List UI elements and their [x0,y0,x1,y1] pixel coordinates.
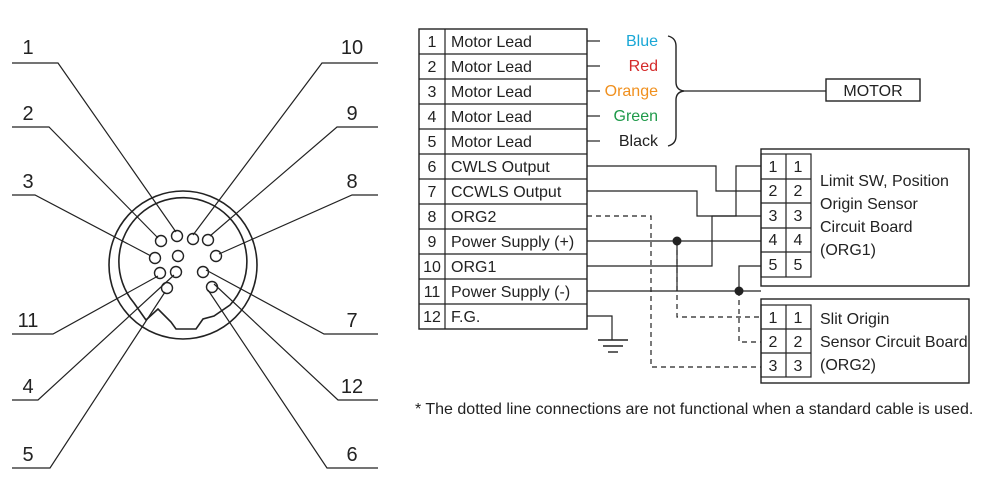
table-pin-name: ORG2 [451,209,496,226]
org2-pin: 3 [769,358,778,375]
org1-pin: 2 [769,183,778,200]
table-pin-name: Motor Lead [451,59,532,76]
table-pin-name: Motor Lead [451,109,532,126]
table-pin-name: Motor Lead [451,84,532,101]
pin-hole-7 [196,265,210,279]
org2-pin: 2 [794,334,803,351]
connector-pin-label: 2 [22,103,33,125]
connector-pin-label: 8 [346,171,357,193]
table-pin-number: 11 [424,284,441,301]
wire-color-label: Green [614,108,658,125]
org2-pin: 1 [769,310,778,327]
motor-lead-stubs [587,40,600,142]
connector-pin-label: 4 [22,376,33,398]
pin-hole-5 [160,281,174,295]
org2-pin: 2 [769,334,778,351]
table-pin-name: CWLS Output [451,159,550,176]
org2-board-label: Slit Origin [820,311,889,328]
table-pin-number: 6 [428,159,437,176]
motor-leads-brace [667,35,685,147]
wire-color-label: Red [629,58,658,75]
table-pin-number: 1 [428,34,437,51]
connector-pin-label: 11 [18,310,39,332]
wire-color-label: Black [619,133,659,150]
org1-pin: 1 [769,159,778,176]
connector-outer-ring [108,190,258,340]
table-pin-number: 5 [428,134,437,151]
table-pin-number: 2 [428,59,437,76]
org1-pin: 5 [794,257,803,274]
table-pin-number: 3 [428,84,437,101]
org1-board: 1 2 3 4 5 1 2 3 4 5 Limit SW, Position O… [760,148,970,287]
solid-wiring [587,165,761,340]
wire-color-label: Blue [626,33,658,50]
table-pin-number: 7 [428,184,437,201]
org2-pin: 1 [794,310,803,327]
table-pin-name: Motor Lead [451,34,532,51]
table-pin-number: 12 [423,309,441,326]
connector-pin-label: 6 [346,444,357,466]
table-pin-name: CCWLS Output [451,184,562,201]
footnote: * The dotted line connections are not fu… [415,401,973,418]
pin-hole-4 [169,265,183,279]
org1-pin: 4 [794,232,803,249]
connector-face [108,190,258,340]
table-pin-number: 8 [428,209,437,226]
pin-hole-9 [201,233,215,247]
org2-board: 1 2 3 1 2 3 Slit Origin Sensor Circuit B… [760,298,970,384]
connector-keyed-inner [118,196,248,330]
org1-pin: 3 [769,208,778,225]
table-pin-name: ORG1 [451,259,496,276]
org1-board-label: Origin Sensor [820,196,918,213]
table-pin-name: F.G. [451,309,480,326]
table-pin-number: 10 [423,259,441,276]
connector-pin-label: 10 [341,37,363,59]
pin-hole-8 [209,249,223,263]
pin-hole-10 [186,232,200,246]
org1-pin: 1 [794,159,803,176]
pin-hole-2 [154,234,168,248]
dashed-wiring [587,215,761,368]
ground-icon [598,339,628,353]
org2-pin: 3 [794,358,803,375]
org1-pin: 2 [794,183,803,200]
org1-board-label: Limit SW, Position [820,173,949,190]
table-pin-name: Motor Lead [451,134,532,151]
org2-board-label: Sensor Circuit Board [820,334,968,351]
pin-hole-3 [148,251,162,265]
connector-pin-label: 3 [22,171,33,193]
org1-pin: 5 [769,257,778,274]
org2-board-label: (ORG2) [820,357,876,374]
pin-hole-center [171,249,185,263]
org1-pin: 3 [794,208,803,225]
table-pin-number: 4 [428,109,437,126]
table-pin-name: Power Supply (-) [451,284,570,301]
org1-pin: 4 [769,232,778,249]
connector-pin-label: 7 [346,310,357,332]
table-pin-name: Power Supply (+) [451,234,574,251]
connector-pin-label: 9 [346,103,357,125]
motor-label: MOTOR [843,83,902,100]
org1-board-label: Circuit Board [820,219,912,236]
pin-hole-1 [170,229,184,243]
connector-pin-label: 5 [22,444,33,466]
pin-table: 1 2 3 4 5 6 7 8 9 10 11 12 Motor Lead Mo… [418,28,588,330]
motor-box [825,78,921,102]
connector-pin-label: 12 [341,376,363,398]
connector-leaders [12,62,378,469]
org1-board-label: (ORG1) [820,242,876,259]
table-pin-number: 9 [428,234,437,251]
connector-pin-label: 1 [22,37,33,59]
wire-color-label: Orange [605,83,658,100]
